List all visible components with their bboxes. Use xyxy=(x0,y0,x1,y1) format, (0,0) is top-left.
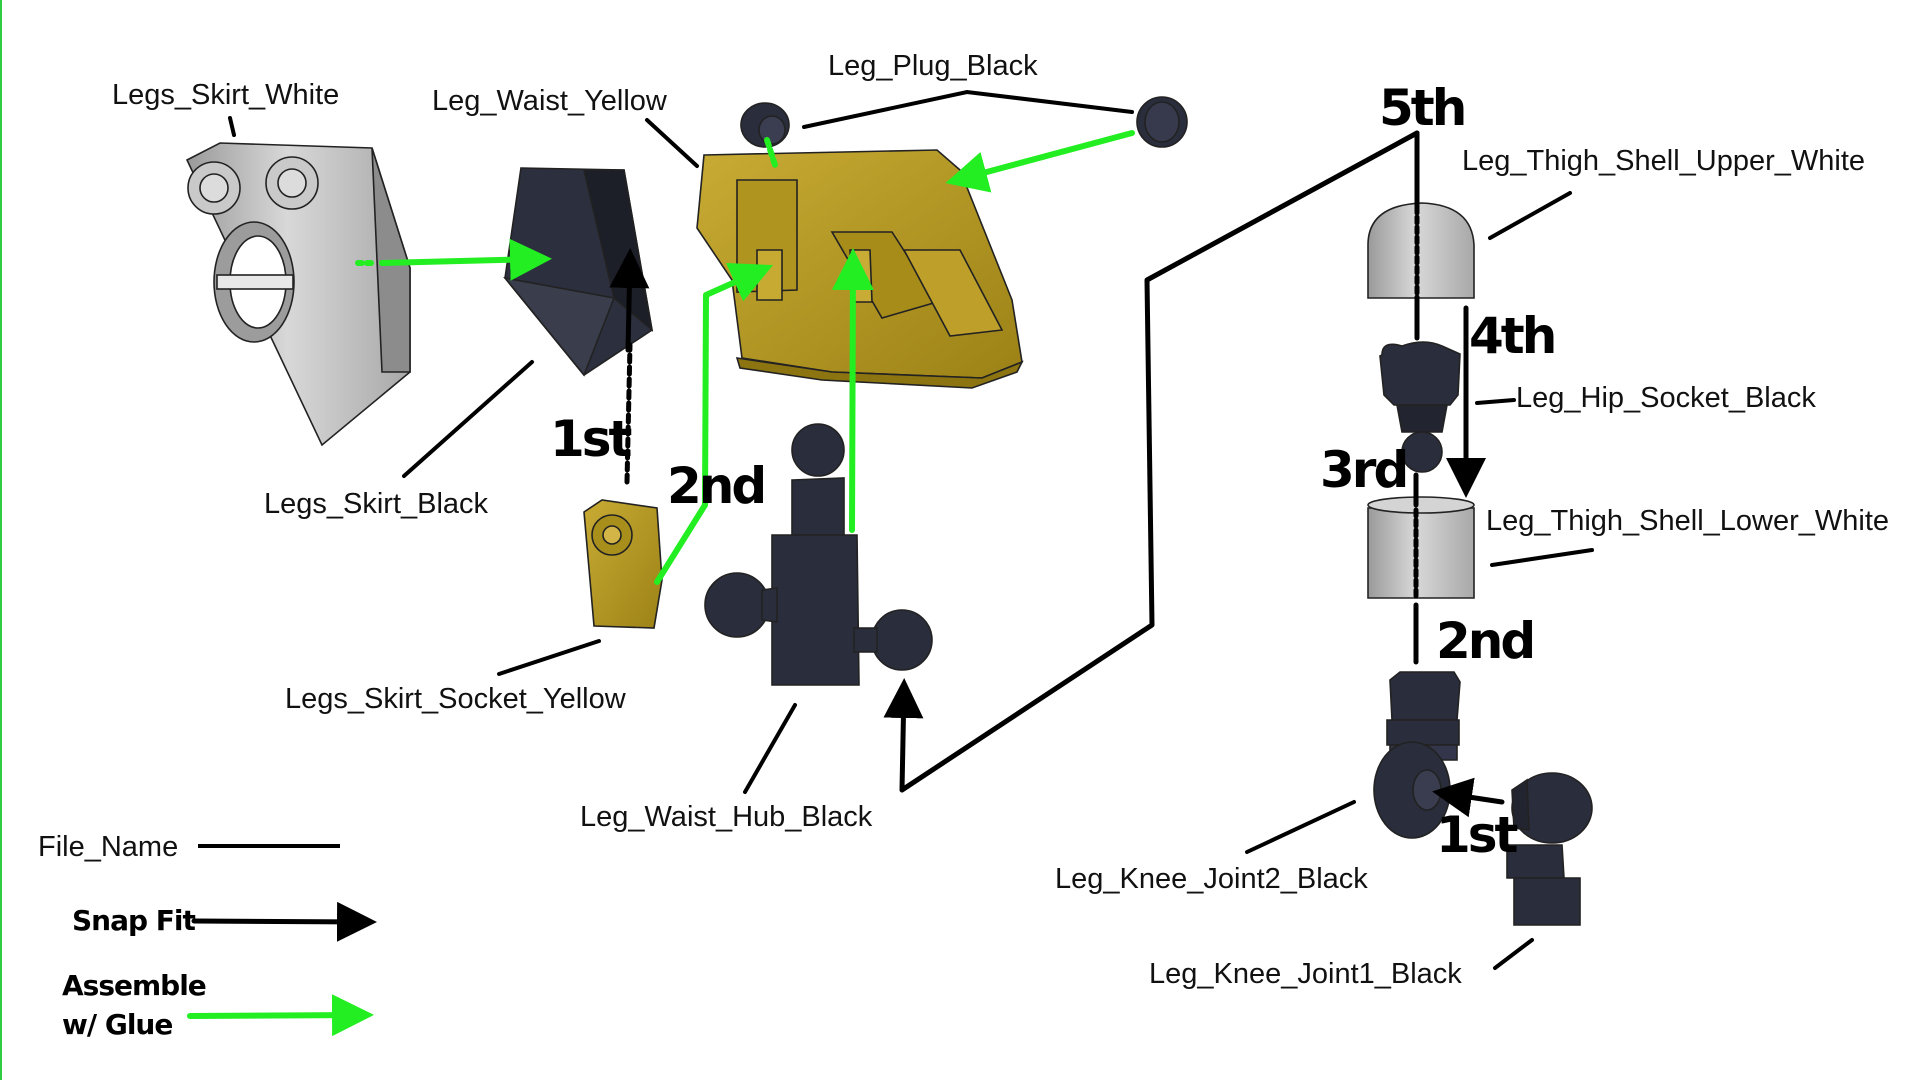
glue-arrow-plug-to-waist xyxy=(945,130,1135,193)
leg-knee-joint1-black-part xyxy=(1506,772,1593,926)
label-leg-waist-hub-black: Leg_Waist_Hub_Black xyxy=(580,801,873,833)
legs-skirt-white-part xyxy=(185,142,411,447)
step-left-1st: 1st xyxy=(550,410,632,468)
snap-arrow-socket-to-skirt-head xyxy=(609,248,650,353)
leader-legs-skirt-white xyxy=(228,116,236,137)
leader-leg-knee-joint2-black xyxy=(1245,800,1356,854)
glue-arrow-hub-to-waist xyxy=(831,248,874,533)
snap-arrow-leg-to-hub xyxy=(883,130,1420,793)
step-right-4th: 4th xyxy=(1469,307,1554,365)
legs-skirt-socket-yellow-part xyxy=(583,499,663,629)
label-legs-skirt-black: Legs_Skirt_Black xyxy=(264,488,489,520)
label-leg-thigh-shell-lower-white: Leg_Thigh_Shell_Lower_White xyxy=(1486,505,1889,537)
label-leg-hip-socket-black: Leg_Hip_Socket_Black xyxy=(1516,382,1816,414)
label-leg-plug-black: Leg_Plug_Black xyxy=(828,50,1038,82)
leader-leg-hip-socket-black xyxy=(1475,398,1516,405)
label-leg-thigh-shell-upper-white: Leg_Thigh_Shell_Upper_White xyxy=(1462,145,1865,177)
glue-arrow-plug-left xyxy=(764,137,778,168)
label-leg-knee-joint1-black: Leg_Knee_Joint1_Black xyxy=(1149,958,1462,990)
label-leg-waist-yellow: Leg_Waist_Yellow xyxy=(432,85,668,117)
leader-legs-skirt-socket-yellow xyxy=(497,639,601,676)
legend-glue-arrow xyxy=(187,994,374,1037)
step-right-3rd: 3rd xyxy=(1320,441,1406,499)
leader-legs-skirt-black xyxy=(402,360,534,478)
legend-assemble-line1: Assemble xyxy=(62,969,206,1002)
leader-leg-waist-hub-black xyxy=(743,703,797,794)
leg-knee-joint2-black-part xyxy=(1373,671,1461,839)
step-right-5th: 5th xyxy=(1379,79,1464,137)
leg-plug-black-left-part xyxy=(740,102,790,148)
legs-skirt-black-part xyxy=(503,167,654,377)
glue-arrow-socket-to-waist xyxy=(654,263,773,585)
snap-arrow-1st-knee xyxy=(1432,777,1505,818)
leader-leg-thigh-shell-lower-white xyxy=(1490,548,1594,567)
legend-snap-fit-label: Snap Fit xyxy=(72,904,196,937)
leader-leg-knee-joint1-black xyxy=(1493,938,1534,970)
label-legs-skirt-socket-yellow: Legs_Skirt_Socket_Yellow xyxy=(285,683,627,715)
leg-hip-socket-black-part xyxy=(1379,341,1461,473)
step-right-1st: 1st xyxy=(1436,806,1518,864)
legend: File_Name Snap Fit Assemble w/ Glue xyxy=(38,831,377,1041)
legend-snap-fit-arrow xyxy=(191,901,377,942)
step-left-2nd: 2nd xyxy=(667,457,764,515)
leg-thigh-shell-upper-white-part xyxy=(1367,202,1475,299)
label-leg-knee-joint2-black: Leg_Knee_Joint2_Black xyxy=(1055,863,1368,895)
step-right-2nd: 2nd xyxy=(1436,612,1533,670)
leader-leg-thigh-shell-upper-white xyxy=(1488,191,1572,240)
label-legs-skirt-white: Legs_Skirt_White xyxy=(112,79,339,111)
leg-thigh-shell-lower-white-part xyxy=(1367,496,1475,599)
leader-leg-plug-black xyxy=(802,89,1134,129)
leg-waist-yellow-part xyxy=(696,149,1024,389)
leader-leg-waist-yellow xyxy=(645,118,699,168)
snap-arrow-socket-to-skirt xyxy=(624,342,633,485)
leg-waist-hub-black-part xyxy=(704,423,933,686)
glue-arrow-skirt-white-to-black xyxy=(379,238,552,281)
leg-plug-black-right-part xyxy=(1136,96,1188,148)
legend-assemble-line2: w/ Glue xyxy=(62,1008,172,1041)
legend-file-name-label: File_Name xyxy=(38,831,178,863)
